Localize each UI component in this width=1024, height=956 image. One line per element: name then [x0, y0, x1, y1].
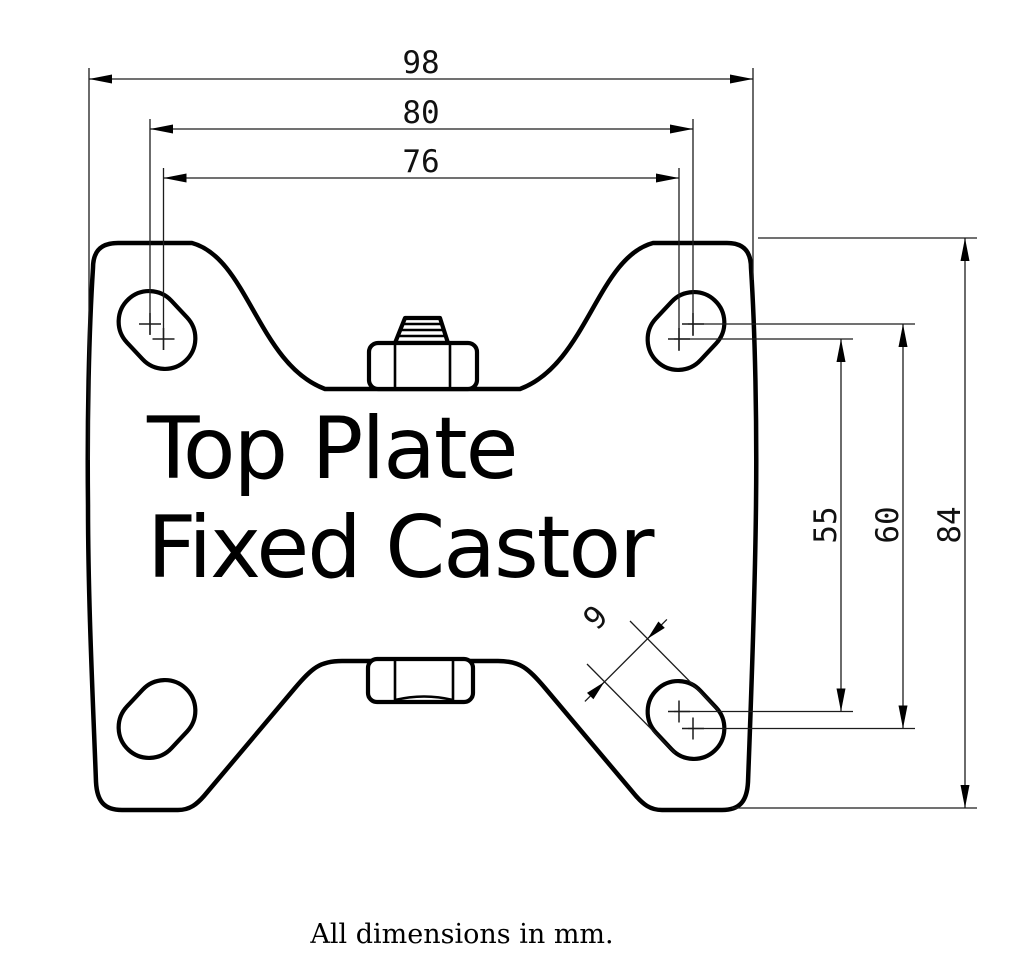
- dimension-lines: [89, 74, 970, 808]
- dim-bolt-narrow-height-label: 55: [808, 506, 844, 543]
- bolt-position-crosses: [139, 313, 704, 740]
- dim-bolt-wide-width-label: 80: [402, 95, 439, 131]
- dim-bolt-narrow-width-label: 76: [402, 144, 439, 180]
- slot-top-right: [645, 289, 727, 373]
- dim-overall-height-label: 84: [932, 506, 968, 543]
- top-plate-outline: [85, 240, 759, 813]
- kingpin-nut-bottom: [365, 656, 476, 705]
- drawing-title: Top Plate Fixed Castor: [146, 399, 657, 598]
- extension-lines: [88, 68, 977, 809]
- slot-top-left: [116, 288, 198, 372]
- dim-bolt-wide-height-label: 60: [870, 506, 906, 543]
- title-line-1: Top Plate: [146, 399, 517, 499]
- dim-overall-width-label: 98: [402, 45, 439, 81]
- slot-bottom-left: [116, 677, 198, 761]
- units-caption: All dimensions in mm.: [309, 919, 613, 950]
- mounting-slots: [116, 288, 727, 762]
- title-line-2: Fixed Castor: [147, 498, 655, 598]
- kingpin-nut-top: [366, 315, 480, 392]
